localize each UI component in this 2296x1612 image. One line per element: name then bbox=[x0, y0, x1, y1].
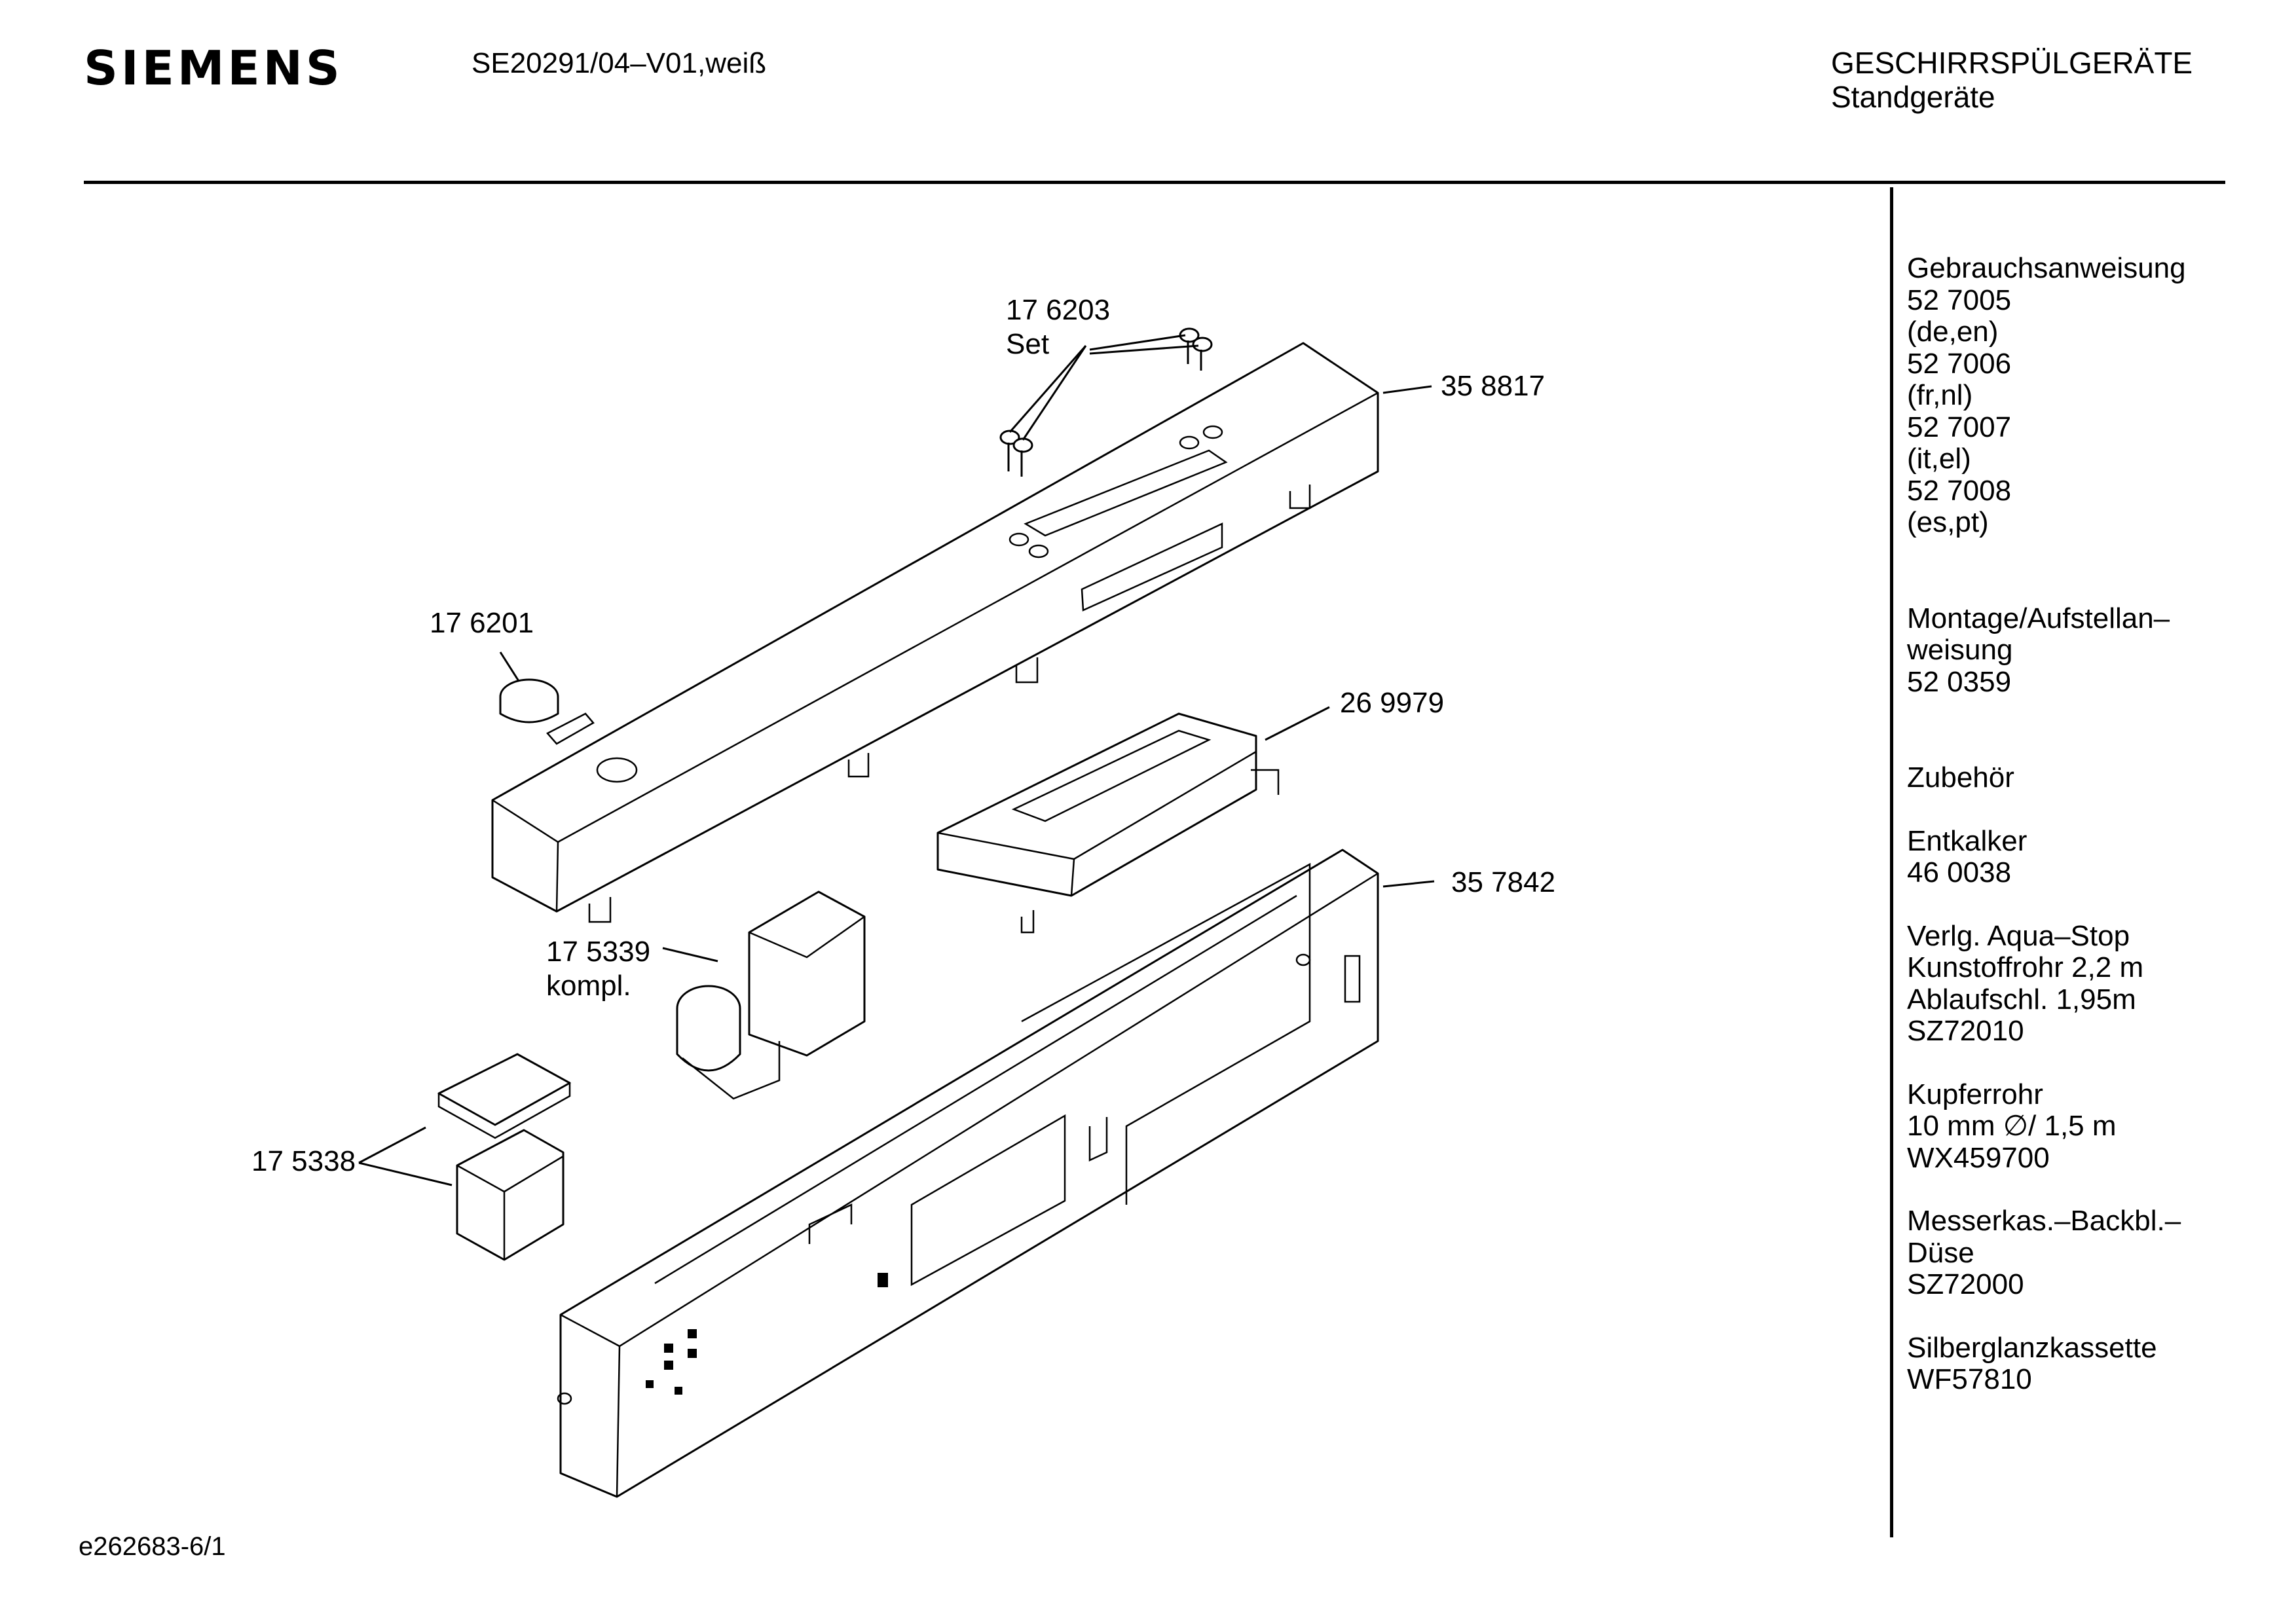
manual-languages: (de,en) bbox=[1907, 316, 1999, 348]
part-label-175338: 17 5338 bbox=[251, 1145, 356, 1177]
install-number: 52 0359 bbox=[1907, 665, 2012, 698]
category-line-2: Standgeräte bbox=[1831, 80, 1995, 114]
manual-number: 52 7008 bbox=[1907, 474, 2012, 507]
door-switch-assembly bbox=[676, 890, 866, 1100]
part-number: 17 5339 bbox=[546, 936, 651, 968]
document-id: e262683-6/1 bbox=[79, 1532, 226, 1561]
manual-item: 52 7005 (de,en) bbox=[1907, 284, 2186, 348]
appliance-category: GESCHIRRSPÜLGERÄTE Standgeräte bbox=[1831, 46, 2193, 114]
part-label-358817: 35 8817 bbox=[1441, 370, 1546, 402]
model-number: SE20291/04–V01,weiß bbox=[472, 47, 767, 79]
accessory-line: Silberglanzkassette bbox=[1907, 1331, 2157, 1364]
accessory-item: Messerkas.–Backbl.– Düse SZ72000 bbox=[1907, 1205, 2186, 1301]
part-note: kompl. bbox=[546, 970, 631, 1002]
part-label-175339: 17 5339 kompl. bbox=[546, 935, 650, 1003]
header-divider bbox=[84, 181, 2225, 184]
accessory-line: Kunstoffrohr 2,2 m bbox=[1907, 951, 2144, 983]
control-panel-fascia bbox=[491, 342, 1379, 923]
accessory-item: Silberglanzkassette WF57810 bbox=[1907, 1332, 2186, 1396]
manual-number: 52 7007 bbox=[1907, 411, 2012, 443]
accessory-line: Messerkas.–Backbl.– bbox=[1907, 1205, 2181, 1237]
category-line-1: GESCHIRRSPÜLGERÄTE bbox=[1831, 46, 2193, 80]
accessory-line: WX459700 bbox=[1907, 1141, 2050, 1174]
accessory-item: Verlg. Aqua–Stop Kunstoffrohr 2,2 m Abla… bbox=[1907, 919, 2186, 1048]
accessory-line: SZ72010 bbox=[1907, 1015, 2024, 1047]
part-label-176201: 17 6201 bbox=[430, 607, 534, 639]
button-knob bbox=[499, 678, 595, 745]
manual-number: 52 7005 bbox=[1907, 284, 2012, 316]
part-label-269979: 26 9979 bbox=[1340, 687, 1445, 719]
manual-languages: (es,pt) bbox=[1907, 506, 1989, 538]
accessory-item: Entkalker 46 0038 bbox=[1907, 824, 2186, 889]
leader-lines bbox=[358, 334, 1435, 1186]
accessory-line: 10 mm ∅/ 1,5 m bbox=[1907, 1110, 2117, 1142]
manual-languages: (it,el) bbox=[1907, 443, 1971, 475]
accessory-item: Kupferrohr 10 mm ∅/ 1,5 m WX459700 bbox=[1907, 1078, 2186, 1175]
control-housing bbox=[557, 849, 1379, 1498]
knob-screws bbox=[999, 327, 1213, 477]
part-note: Set bbox=[1006, 328, 1050, 360]
manual-item: 52 7007 (it,el) bbox=[1907, 411, 2186, 475]
install-title-2: weisung bbox=[1907, 634, 2013, 666]
accessory-line: Verlg. Aqua–Stop bbox=[1907, 919, 2130, 952]
manual-item: 52 7008 (es,pt) bbox=[1907, 475, 2186, 539]
accessory-line: SZ72000 bbox=[1907, 1268, 2024, 1300]
accessory-line: WF57810 bbox=[1907, 1363, 2032, 1395]
accessory-line: Ablaufschl. 1,95m bbox=[1907, 983, 2136, 1016]
accessories-title: Zubehör bbox=[1907, 761, 2014, 794]
relay-switch bbox=[437, 1053, 571, 1261]
sidebar-info: Gebrauchsanweisung 52 7005 (de,en) 52 70… bbox=[1907, 252, 2186, 1396]
install-title-1: Montage/Aufstellan– bbox=[1907, 602, 2170, 634]
manual-languages: (fr,nl) bbox=[1907, 379, 1973, 411]
brand-logo: SIEMENS bbox=[84, 41, 343, 96]
part-label-357842: 35 7842 bbox=[1451, 866, 1556, 898]
part-label-176203: 17 6203 Set bbox=[1006, 293, 1110, 361]
manual-number: 52 7006 bbox=[1907, 347, 2012, 380]
accessory-line: Kupferrohr bbox=[1907, 1078, 2043, 1110]
accessory-line: Entkalker bbox=[1907, 824, 2028, 857]
sidebar-divider bbox=[1890, 187, 1893, 1537]
part-number: 17 6203 bbox=[1006, 294, 1111, 326]
accessory-line: Düse bbox=[1907, 1236, 1974, 1269]
manual-item: 52 7006 (fr,nl) bbox=[1907, 348, 2186, 412]
accessory-line: 46 0038 bbox=[1907, 856, 2012, 888]
manual-title: Gebrauchsanweisung bbox=[1907, 252, 2186, 284]
display-module bbox=[936, 712, 1280, 934]
